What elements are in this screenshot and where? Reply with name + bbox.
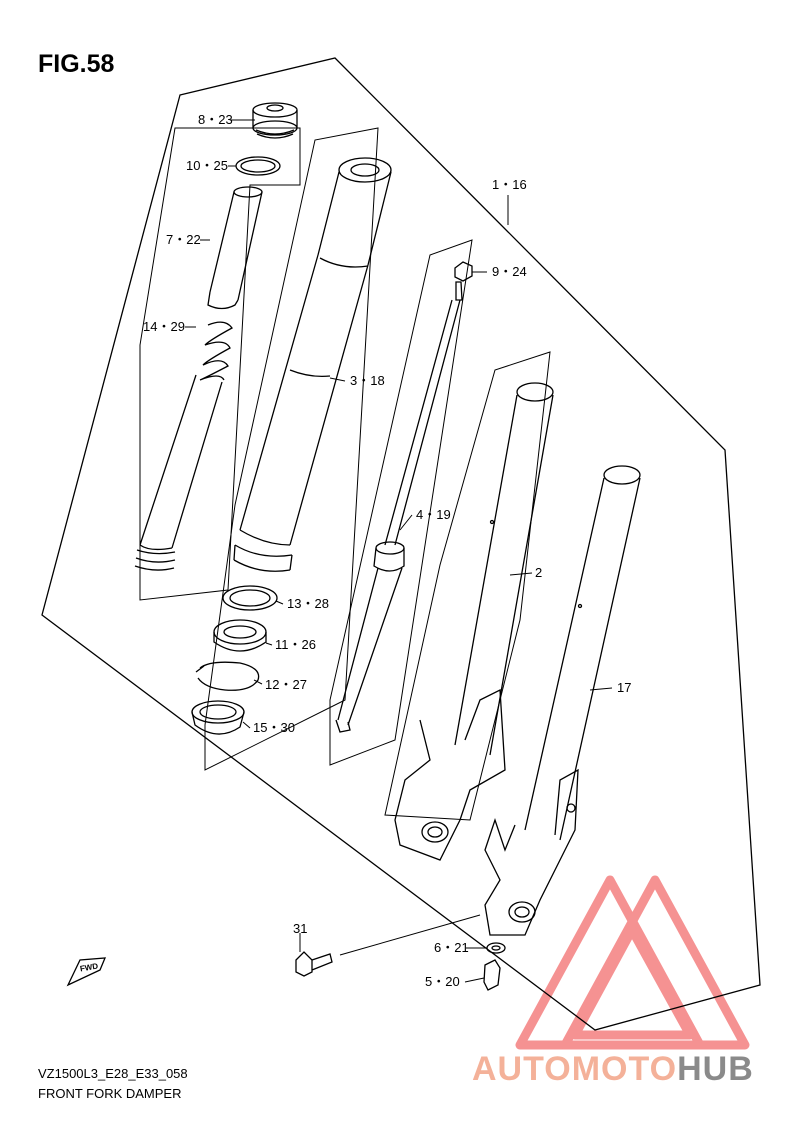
damper-rod (335, 281, 463, 733)
oil-seal (213, 619, 267, 652)
part-label-4: 4・19 (416, 507, 451, 522)
part-label-7: 7・22 (166, 232, 201, 247)
part-label-9: 9・24 (492, 264, 527, 279)
spacer-tube (207, 186, 263, 310)
assembly-boundary (41, 57, 761, 1031)
part-label-17: 17 (617, 680, 632, 695)
part-label-15: 15・30 (253, 720, 295, 735)
inner-tube-panel (384, 351, 551, 821)
watermark-part-2: MOTO (571, 1050, 678, 1088)
model-code: VZ1500L3_E28_E33_058 (38, 1066, 188, 1081)
part-label-12: 12・27 (265, 677, 307, 692)
lock-nut (454, 261, 473, 282)
part-label-10: 10・25 (186, 158, 228, 173)
watermark-part-1: AUTO (472, 1050, 572, 1088)
fwd-arrow-icon (66, 957, 107, 987)
fork-spring (134, 321, 233, 571)
spring-group-panel (139, 127, 301, 601)
damper-rod-panel (329, 239, 473, 766)
part-label-11: 11・26 (275, 637, 316, 652)
diagram-name: FRONT FORK DAMPER (38, 1086, 182, 1101)
automotohub-logo-icon (515, 875, 750, 1050)
part-label-3: 3・18 (350, 373, 385, 388)
dust-seal-ring (222, 585, 278, 611)
automotohub-watermark: AUTOMOTOHUB (472, 1050, 754, 1089)
part-label-31: 31 (293, 921, 308, 936)
inner-tube-left (394, 382, 554, 861)
inner-tube-right (484, 465, 641, 936)
outer-tube (233, 157, 392, 572)
part-label-2: 2 (535, 565, 543, 580)
stopper-ring (195, 661, 260, 691)
washer (486, 942, 506, 954)
cap-bolt (252, 102, 298, 139)
part-label-6: 6・21 (434, 940, 469, 955)
small-bolt (483, 959, 501, 991)
part-label-8: 8・23 (198, 112, 233, 127)
figure-title: FIG.58 (38, 50, 115, 78)
watermark-part-3: HUB (677, 1050, 754, 1088)
outer-tube-panel (204, 127, 379, 771)
bottom-bolt (295, 914, 481, 977)
part-label-5: 5・20 (425, 974, 460, 989)
part-label-1: 1・16 (492, 177, 527, 192)
dust-seal (191, 700, 245, 735)
part-label-13: 13・28 (287, 596, 329, 611)
part-label-14: 14・29 (143, 319, 185, 334)
